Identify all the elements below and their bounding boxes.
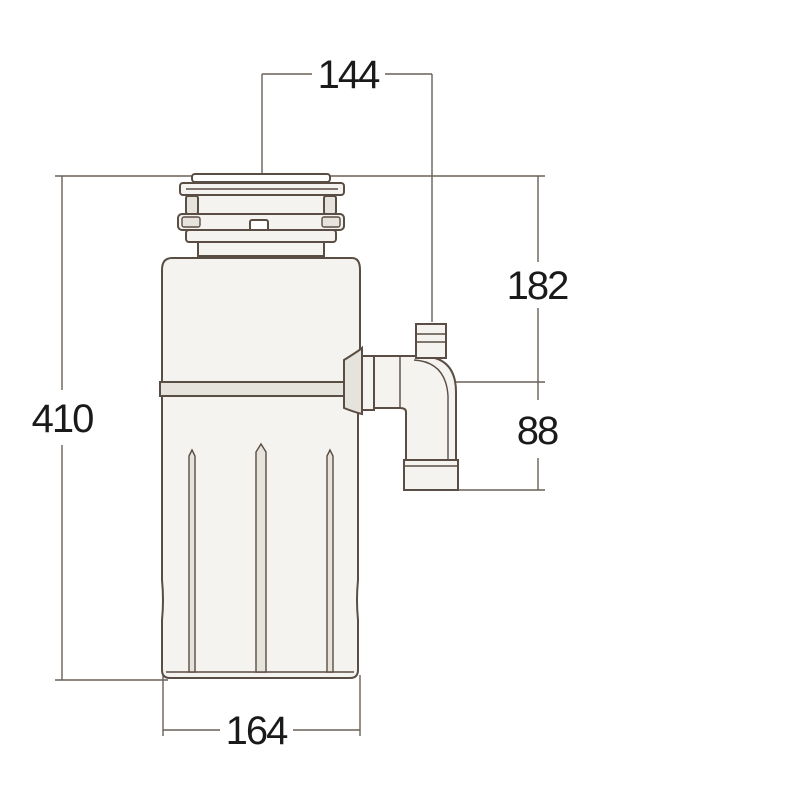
discharge-outlet (343, 323, 459, 491)
housing-ribs (188, 442, 334, 673)
sink-flange (177, 173, 345, 257)
dim-label-144: 144 (318, 53, 380, 97)
dim-label-164: 164 (226, 709, 288, 753)
dim-label-88: 88 (517, 409, 558, 453)
dim-label-182: 182 (507, 264, 568, 308)
disposer-unit (159, 173, 459, 679)
dim-label-410: 410 (32, 397, 93, 441)
housing-band (159, 381, 345, 397)
upper-housing (161, 257, 361, 383)
dimension-labels: 144 410 182 88 164 (32, 53, 570, 753)
